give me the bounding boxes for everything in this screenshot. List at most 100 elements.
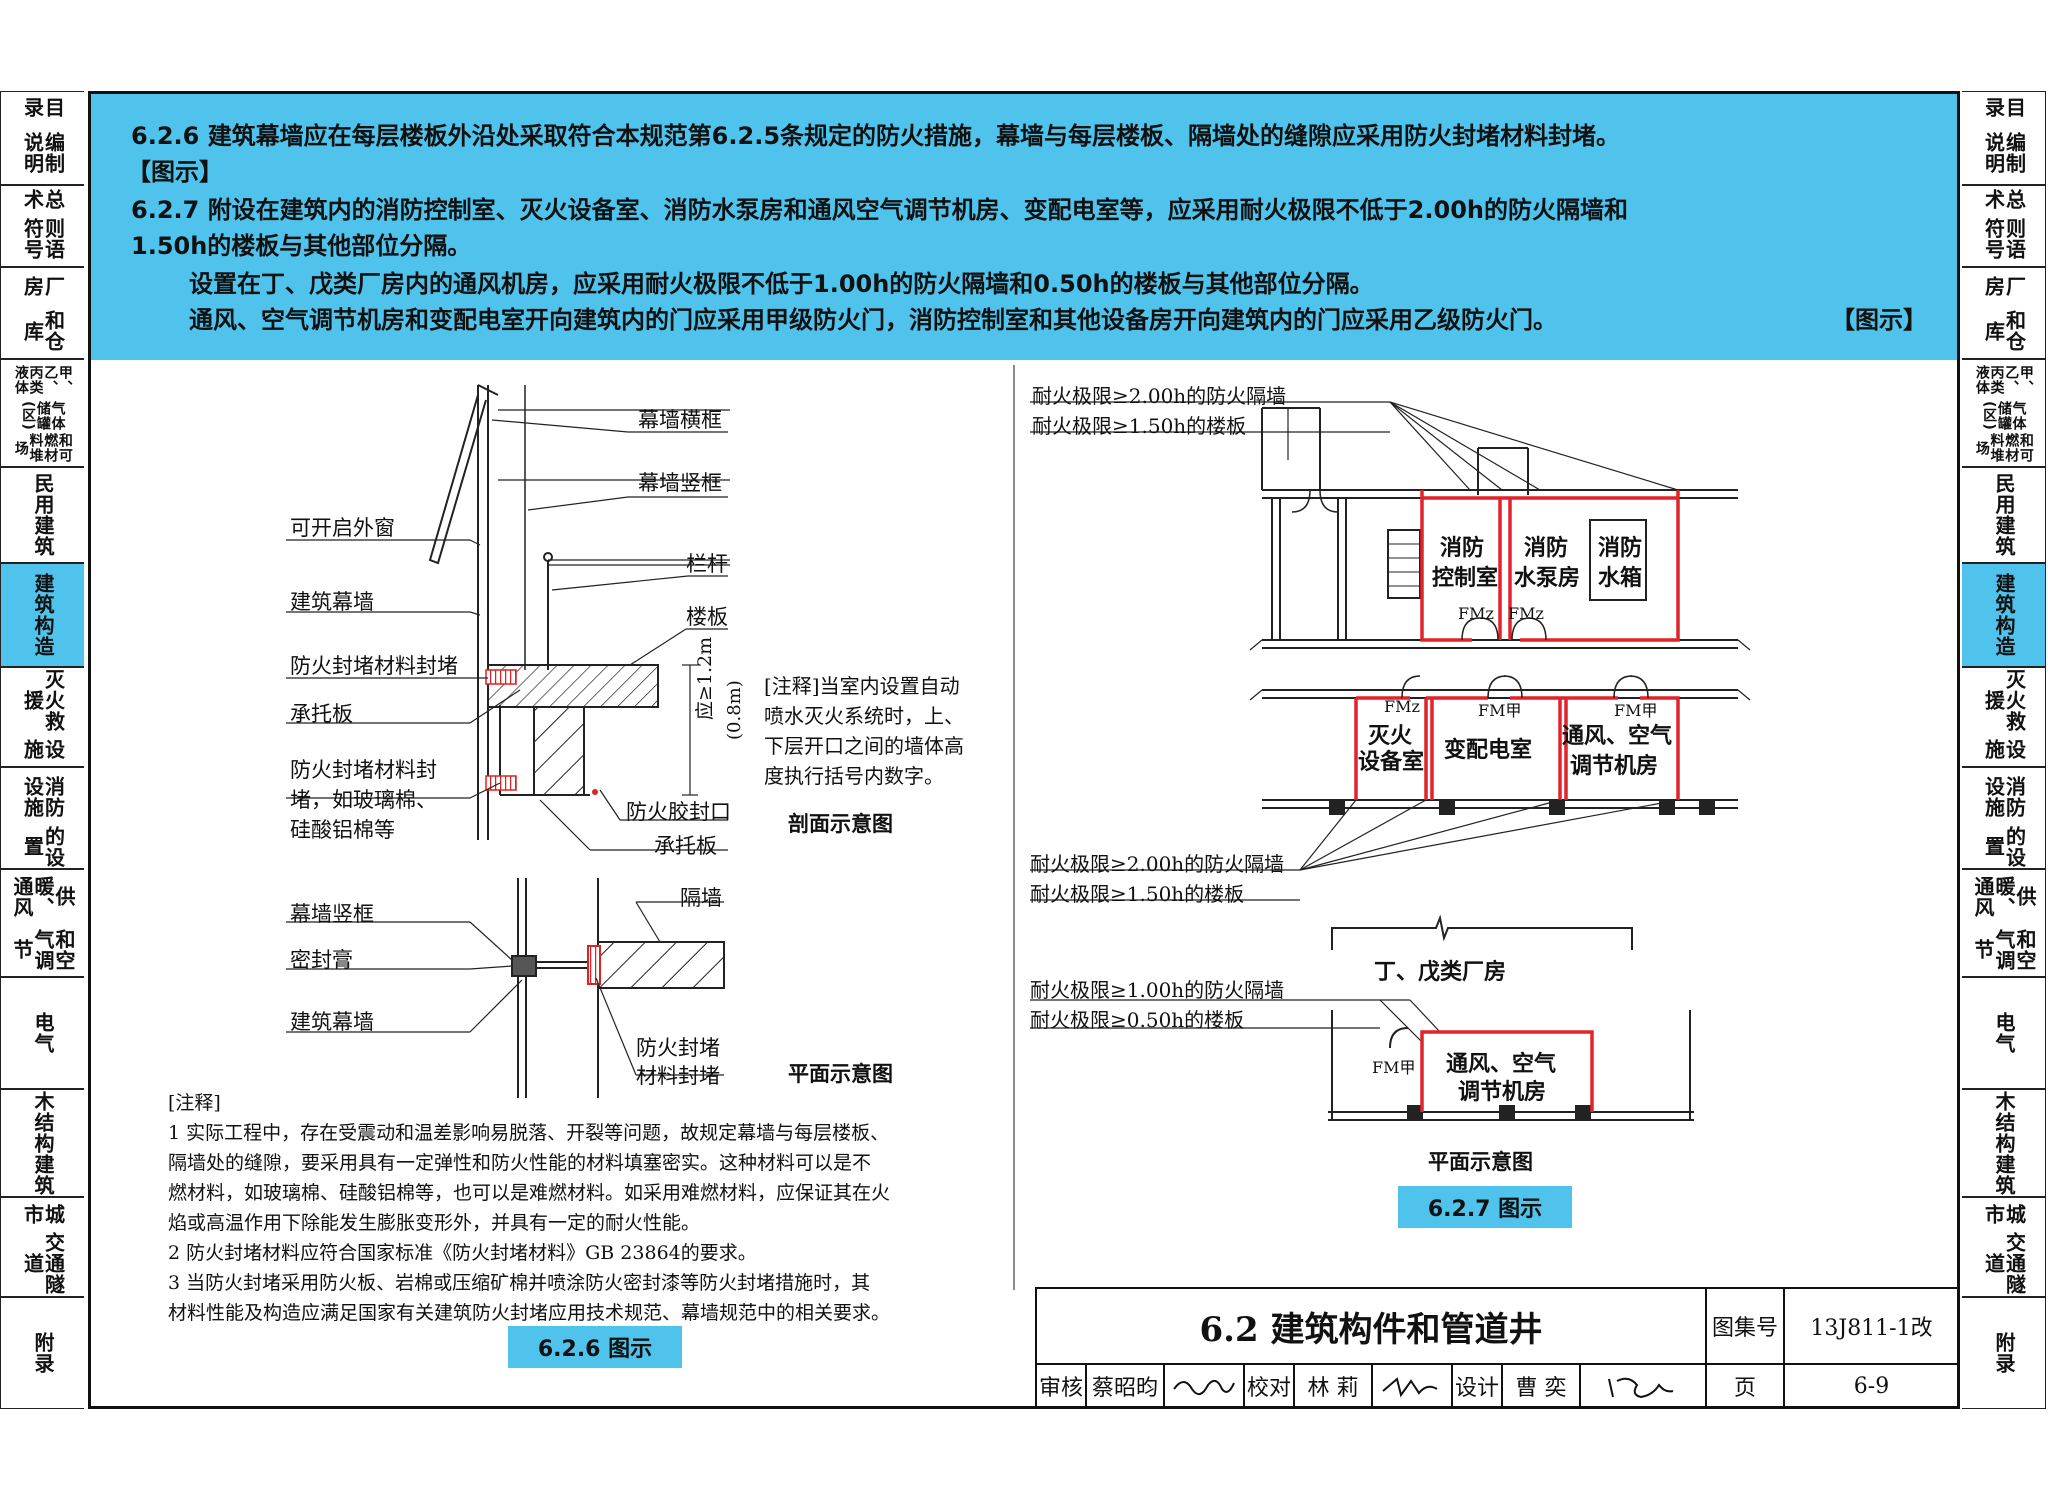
side-tab-13[interactable]: 附录 [1962, 1297, 2046, 1409]
side-tab-11[interactable]: 木结构建筑 [0, 1089, 84, 1197]
checker-name: 林 莉 [1293, 1363, 1373, 1409]
dim-label-alt: (0.8m) [724, 680, 745, 740]
checker-signature [1371, 1363, 1453, 1409]
right-side-tabs: 目录编制说明总术则语符号厂房和仓库甲、乙、丙类液体气体储罐(区)和可燃材料堆场民… [1962, 91, 2048, 1409]
section-drawing [286, 384, 730, 851]
clause-627-text: 6.2.7 附设在建筑内的消防控制室、灭火设备室、消防水泵房和通风空气调节机房、… [131, 196, 1628, 224]
side-tab-label: 总术 [20, 188, 66, 210]
side-tab-1[interactable]: 目录编制说明 [0, 91, 84, 185]
label-top-wall: 耐火极限≥2.00h的防火隔墙 [1032, 384, 1287, 408]
section-note-3: 下层开口之间的墙体高 [764, 734, 964, 758]
door-fmz-1: FMz [1458, 604, 1494, 623]
label-sealant: 密封膏 [290, 948, 353, 972]
figure-link-626[interactable]: 【图示】 [127, 158, 223, 186]
room-fire-control-2: 控制室 [1432, 566, 1499, 591]
label-plan-curtain-wall: 建筑幕墙 [290, 1010, 374, 1034]
label-fire-glue: 防火胶封口 [626, 800, 731, 824]
factory-fire-wall [1420, 1030, 1594, 1112]
side-tab-9[interactable]: 供暖、通风和空气调节 [0, 869, 84, 977]
side-tab-label: 则语符号 [1981, 218, 2027, 261]
design-label: 设计 [1451, 1363, 1503, 1409]
door-fm-a-1: FM甲 [1478, 701, 1522, 720]
side-tab-8[interactable]: 消防设施的设置 [0, 767, 84, 869]
room-tank-2: 水箱 [1598, 566, 1643, 591]
title-block: 6.2 建筑构件和管道井 图集号 13J811-1改 审核 蔡昭昀 校对 林 莉… [1035, 1287, 1960, 1409]
side-tab-label: 建筑构造 [1992, 573, 2016, 657]
label-openable-window: 可开启外窗 [290, 516, 395, 540]
section-note-4: 度执行括号内数字。 [764, 764, 944, 788]
label-low-wall: 耐火极限≥1.00h的防火隔墙 [1030, 978, 1285, 1002]
side-tab-label: 编制说明 [20, 132, 66, 175]
side-tab-label: 附录 [31, 1332, 55, 1374]
side-tab-8[interactable]: 消防设施的设置 [1962, 767, 2046, 869]
side-tab-7[interactable]: 灭火救援设施 [1962, 667, 2046, 767]
side-tab-10[interactable]: 电气 [1962, 977, 2046, 1089]
room-fire-control-1: 消防 [1440, 536, 1485, 561]
label-fire-seal-plan-2: 材料封堵 [636, 1064, 720, 1088]
label-factory: 丁、戊类厂房 [1374, 960, 1507, 985]
side-tab-9[interactable]: 供暖、通风和空气调节 [1962, 869, 2046, 977]
room-tank-1: 消防 [1598, 536, 1643, 561]
label-support-plate-2: 承托板 [654, 834, 717, 858]
label-plan-mullion: 幕墙竖框 [290, 902, 374, 926]
plan-627-caption: 平面示意图 [1428, 1150, 1533, 1174]
page-number: 6-9 [1783, 1363, 1960, 1409]
side-tab-label: 编制说明 [1981, 132, 2027, 175]
side-tab-6[interactable]: 建筑构造 [0, 563, 84, 667]
label-fire-seal-material-1: 防火封堵材料封 [290, 758, 437, 782]
side-tab-12[interactable]: 城市交通隧道 [0, 1197, 84, 1297]
plan-626-drawing [286, 878, 725, 1098]
room-extinguish-1: 灭火 [1368, 724, 1413, 749]
side-tab-6[interactable]: 建筑构造 [1962, 563, 2046, 667]
label-low-slab: 耐火极限≥0.50h的楼板 [1030, 1008, 1245, 1032]
side-tab-10[interactable]: 电气 [0, 977, 84, 1089]
side-tab-5[interactable]: 民用建筑 [1962, 467, 2046, 563]
side-tab-label: 和仓库 [20, 310, 66, 352]
side-tab-7[interactable]: 灭火救援设施 [0, 667, 84, 767]
figure-link-627[interactable]: 【图示】 [1831, 306, 1927, 334]
side-tab-label: 城市 [1981, 1203, 2027, 1225]
side-tab-label: 民用建筑 [31, 473, 55, 557]
side-tab-label: 气体储罐(区) [1981, 400, 2027, 431]
side-tab-2[interactable]: 总术则语符号 [0, 185, 84, 267]
side-tab-label: 气体储罐(区) [20, 400, 66, 431]
note-line: 隔墙处的缝隙，要采用具有一定弹性和防火性能的材料填塞密实。这种材料可以是不 [168, 1152, 872, 1174]
side-tab-5[interactable]: 民用建筑 [0, 467, 84, 563]
side-tab-3[interactable]: 厂房和仓库 [0, 267, 84, 359]
section-caption: 剖面示意图 [788, 812, 893, 836]
side-tab-label: 和可燃材料堆场 [12, 433, 73, 464]
side-tab-12[interactable]: 城市交通隧道 [1962, 1197, 2046, 1297]
factory-plan [1030, 914, 1694, 1121]
review-label: 审核 [1035, 1363, 1087, 1409]
side-tab-label: 木结构 [1992, 1090, 2016, 1154]
label-support-plate: 承托板 [290, 702, 353, 726]
door-fm-a-2: FM甲 [1614, 701, 1658, 720]
note-line: 2 防火封堵材料应符合国家标准《防火封堵材料》GB 23864的要求。 [168, 1242, 757, 1264]
side-tab-3[interactable]: 厂房和仓库 [1962, 267, 2046, 359]
side-tab-1[interactable]: 目录编制说明 [1962, 91, 2046, 185]
side-tab-label: 灭火救援 [1981, 669, 2027, 733]
atlas-label: 图集号 [1705, 1287, 1785, 1365]
side-tab-4[interactable]: 甲、乙、丙类液体气体储罐(区)和可燃材料堆场 [0, 359, 84, 467]
label-top-slab: 耐火极限≥1.50h的楼板 [1032, 414, 1247, 438]
side-tab-label: 交通隧道 [20, 1231, 66, 1295]
label-floor-slab: 楼板 [686, 605, 728, 629]
side-tab-label: 和空气调节 [10, 928, 76, 971]
side-tab-13[interactable]: 附录 [0, 1297, 84, 1409]
reviewer-name: 蔡昭昀 [1085, 1363, 1165, 1409]
side-tab-4[interactable]: 甲、乙、丙类液体气体储罐(区)和可燃材料堆场 [1962, 359, 2046, 467]
side-tab-label: 甲、乙、丙类液体 [12, 365, 73, 396]
side-tab-11[interactable]: 木结构建筑 [1962, 1089, 2046, 1197]
label-curtain-mullion: 幕墙竖框 [638, 471, 722, 495]
label-fire-seal-plan-1: 防火封堵 [636, 1036, 720, 1060]
left-side-tabs: 目录编制说明总术则语符号厂房和仓库甲、乙、丙类液体气体储罐(区)和可燃材料堆场民… [0, 91, 86, 1409]
leaders-627 [1030, 401, 1679, 901]
check-label: 校对 [1243, 1363, 1295, 1409]
side-tab-2[interactable]: 总术则语符号 [1962, 185, 2046, 267]
side-tab-label: 木结构 [31, 1090, 55, 1154]
clause-626-text: 6.2.6 建筑幕墙应在每层楼板外沿处采取符合本规范第6.2.5条规定的防火措施… [131, 122, 1621, 150]
room-substation: 变配电室 [1444, 738, 1533, 763]
side-tab-label: 消防设施 [1981, 775, 2027, 818]
fire-walls-627 [1354, 490, 1680, 800]
